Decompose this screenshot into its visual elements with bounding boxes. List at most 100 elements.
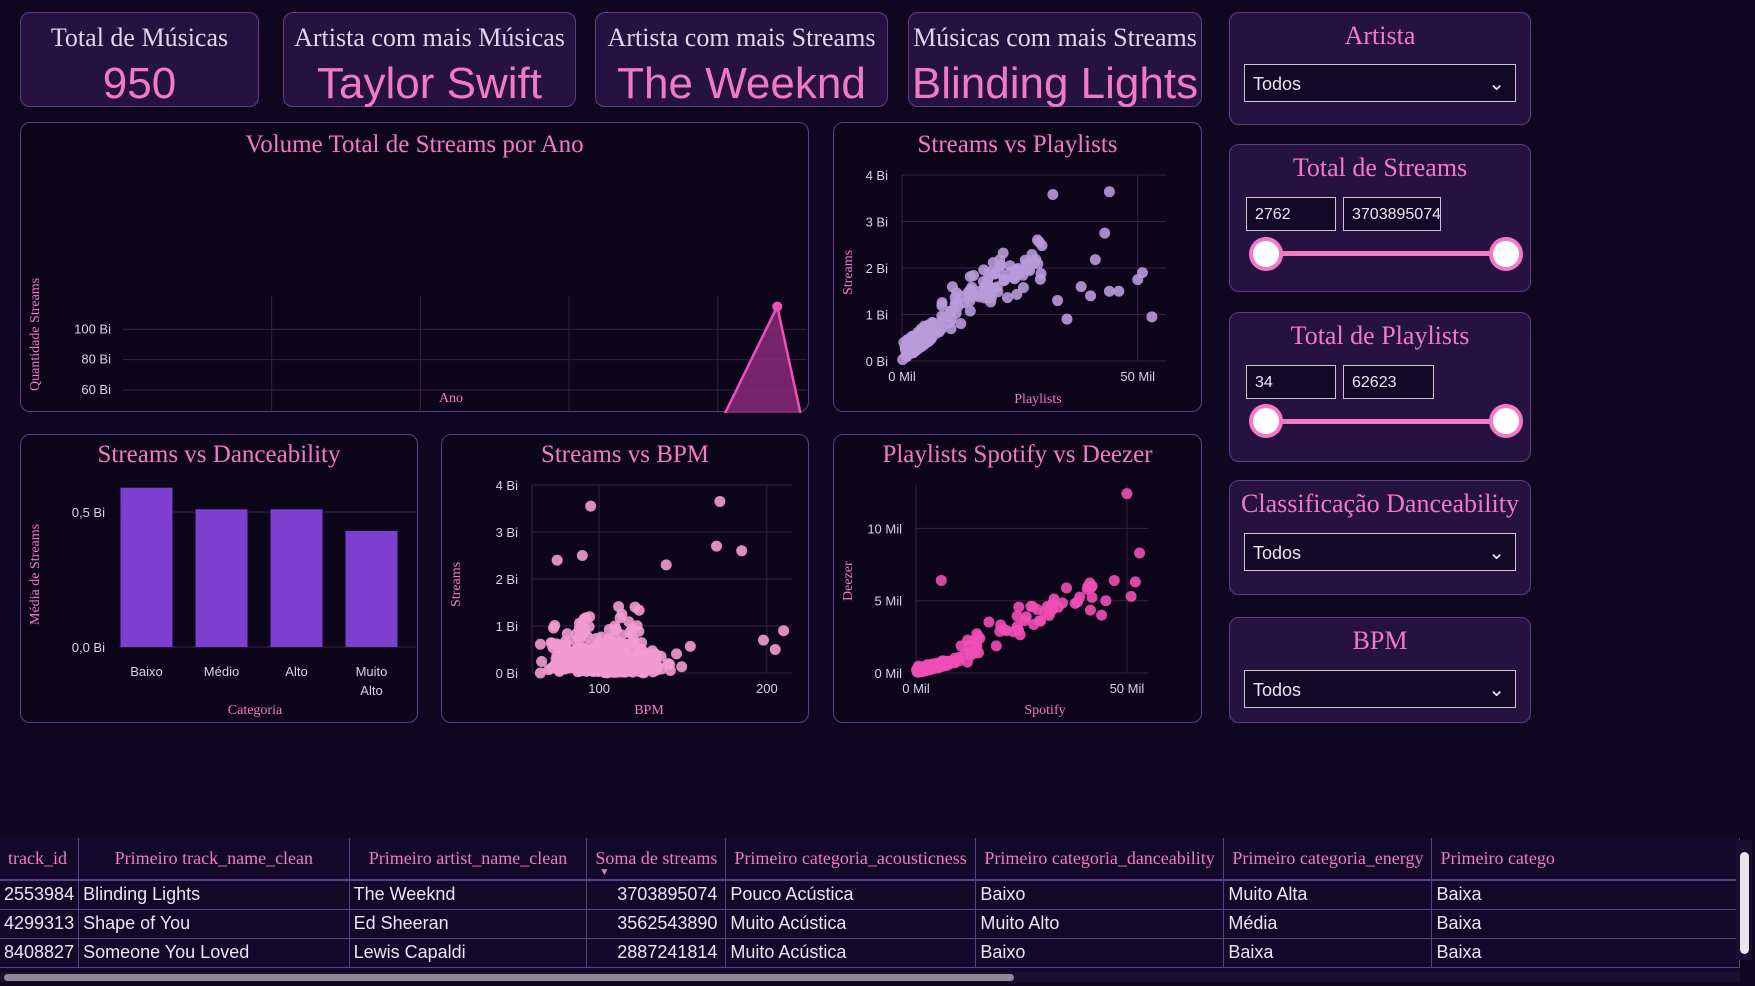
scatter-point (969, 634, 981, 646)
scatter-point (1057, 597, 1069, 609)
kpi-value: Taylor Swift (317, 59, 542, 108)
streams-max-input[interactable]: 3703895074 (1343, 197, 1441, 231)
scatter-point (1019, 254, 1031, 266)
playlists-min-input[interactable]: 34 (1246, 365, 1336, 399)
scatter-point (1096, 609, 1108, 621)
y-tick-label: 1 Bi (866, 308, 889, 323)
scatter-point (1031, 603, 1043, 615)
scatter-point (983, 616, 995, 628)
bar-1 (195, 509, 248, 647)
table-cell: Ed Sheeran (349, 909, 588, 939)
table-header-row: track_id Primeiro track_name_clean Prime… (0, 838, 1740, 881)
column-header[interactable]: Primeiro track_name_clean (78, 838, 350, 881)
column-header-sorted[interactable]: Soma de streams▼ (586, 838, 727, 881)
scatter-point (633, 604, 645, 616)
y-tick-label: 0,0 Bi (72, 640, 105, 655)
playlists-slider-track[interactable] (1266, 419, 1506, 424)
table-cell: Someone You Loved (78, 938, 350, 968)
column-header[interactable]: Primeiro categoria_acousticness (725, 838, 977, 881)
chart-title: Streams vs Danceability (97, 441, 341, 468)
scatter-point (536, 656, 548, 668)
chart-streams-por-ano[interactable]: Volume Total de Streams por Ano 20 Bi40 … (20, 122, 809, 413)
scatter-point (998, 273, 1010, 285)
x-tick-label: 0 Mil (888, 369, 916, 384)
scatter-point (1024, 265, 1036, 277)
y-tick-label: 2 Bi (496, 572, 519, 587)
dropdown-value: Todos (1253, 543, 1302, 563)
scatter-point (1033, 236, 1045, 248)
column-header[interactable]: Primeiro categoria_danceability (975, 838, 1225, 881)
scatter-point (592, 638, 604, 650)
scatter-point (634, 647, 646, 659)
kpi-title: Total de Músicas (50, 23, 229, 52)
scatter-point (576, 550, 588, 561)
streams-slider-max-handle[interactable] (1489, 237, 1523, 271)
column-header[interactable]: Primeiro catego (1431, 838, 1740, 881)
scatter-point (596, 664, 608, 676)
scatter-point (1134, 547, 1146, 559)
scatter-point (1014, 267, 1026, 279)
scatter-point (601, 646, 613, 658)
scatter-point (901, 350, 913, 362)
column-header[interactable]: Primeiro categoria_energy (1223, 838, 1433, 881)
filter-bpm: BPM Todos ⌄ (1229, 617, 1531, 723)
scatter-point (1100, 595, 1112, 607)
scatter-point (918, 664, 930, 676)
kpi-title: Artista com mais Streams (607, 23, 876, 52)
y-tick-label: 3 Bi (866, 215, 889, 230)
scrollbar-thumb[interactable] (4, 974, 1014, 981)
scatter-point (1034, 273, 1046, 285)
scatter-point (1132, 274, 1144, 286)
scatter-point (582, 631, 594, 643)
x-tick-label: 50 Mil (1110, 681, 1145, 696)
y-tick-label: 80 Bi (81, 352, 111, 367)
artista-dropdown[interactable]: Todos ⌄ (1244, 64, 1516, 102)
x-tick-label: 100 (588, 681, 610, 696)
scatter-point (736, 545, 748, 557)
horizontal-scrollbar[interactable] (0, 972, 1740, 982)
scatter-point (676, 661, 688, 673)
streams-min-input[interactable]: 2762 (1246, 197, 1336, 231)
table-cell: Muito Alto (975, 909, 1225, 939)
scatter-point (1072, 596, 1084, 608)
playlists-slider-min-handle[interactable] (1249, 404, 1283, 438)
scatter-point (963, 646, 975, 658)
scrollbar-thumb[interactable] (1740, 852, 1749, 954)
scatter-point (966, 291, 978, 303)
table-cell: 3562543890 (586, 909, 727, 939)
bar-2 (270, 509, 323, 647)
column-header[interactable]: track_id (0, 838, 80, 881)
scatter-point (626, 623, 638, 635)
y-axis-title: Média de Streams (28, 524, 43, 625)
table-cell: Pouco Acústica (725, 880, 977, 910)
bpm-dropdown[interactable]: Todos ⌄ (1244, 670, 1516, 708)
scatter-point (645, 650, 657, 662)
x-tick-label: Baixo (130, 664, 163, 679)
scatter-point (997, 247, 1009, 259)
scatter-point (560, 639, 572, 651)
filter-title: Classificação Danceability (1241, 489, 1519, 518)
streams-slider-track[interactable] (1266, 251, 1506, 256)
column-header[interactable]: Primeiro artist_name_clean (349, 838, 588, 881)
tracks-table[interactable]: track_id Primeiro track_name_clean Prime… (0, 838, 1740, 978)
playlists-slider-max-handle[interactable] (1489, 404, 1523, 438)
scatter-point (1019, 615, 1031, 627)
kpi-value: Blinding Lights (911, 59, 1199, 108)
bar-0 (120, 487, 173, 647)
y-tick-label: 100 Bi (74, 321, 111, 336)
scatter-point (904, 339, 916, 351)
vertical-scrollbar[interactable] (1736, 840, 1752, 960)
y-axis-title: Streams (449, 562, 464, 607)
streams-slider-min-handle[interactable] (1249, 237, 1283, 271)
playlists-max-input[interactable]: 62623 (1343, 365, 1434, 399)
table-cell: 3703895074 (586, 880, 727, 910)
danceability-dropdown[interactable]: Todos ⌄ (1244, 533, 1516, 571)
chart-title: Streams vs BPM (540, 441, 710, 468)
